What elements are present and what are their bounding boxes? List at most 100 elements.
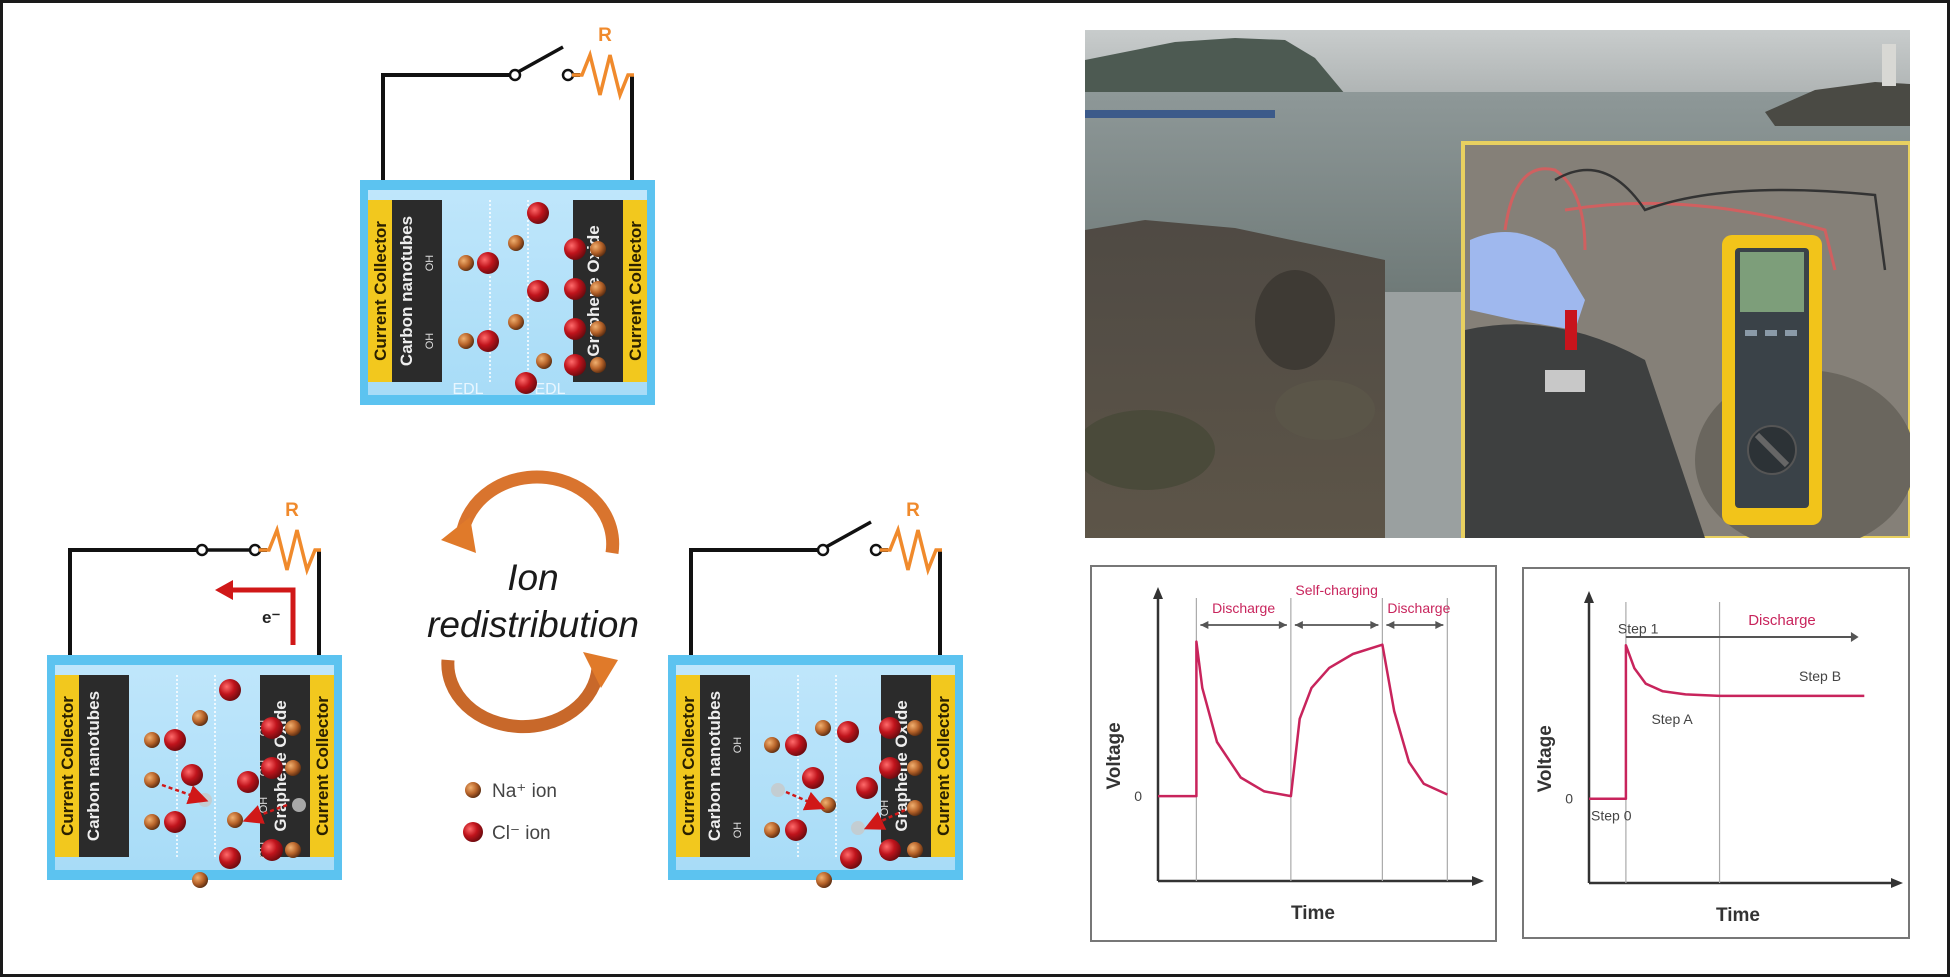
na-ion: [458, 255, 474, 271]
breakwater: [1765, 82, 1910, 126]
red-cable: [1503, 167, 1837, 271]
probe-clip: [1565, 310, 1577, 350]
electrode-cnt: [700, 675, 750, 857]
annotation-discharge-1: Discharge: [1212, 600, 1275, 616]
legend-na-label: Na⁺ ion: [492, 781, 557, 802]
oh-group-label: OH: [732, 737, 744, 754]
migrating-ion-ghost: [198, 793, 212, 807]
annotation-discharge-2: Discharge: [1387, 600, 1450, 616]
switch-terminal: [869, 543, 883, 557]
oh-group-label: OH: [424, 333, 436, 350]
photo-scene: [1085, 30, 1910, 538]
cl-ion: [879, 717, 901, 739]
cl-ion: [164, 729, 186, 751]
y-tick-label: 0: [1134, 788, 1142, 804]
cl-ion: [879, 757, 901, 779]
cycle-arrow-bottom-head: [583, 652, 618, 688]
na-ion: [144, 732, 160, 748]
annotation-discharge: Discharge: [1748, 612, 1816, 629]
cycle-arrow-top-head: [441, 517, 476, 553]
na-ion: [192, 710, 208, 726]
switch-terminal: [248, 543, 262, 557]
cl-ion: [564, 238, 586, 260]
annotation-step-a: Step A: [1651, 711, 1693, 727]
cl-ion: [879, 839, 901, 861]
current-collector-left: [368, 200, 392, 382]
floating-platform: [1085, 110, 1275, 118]
na-ion: [907, 720, 923, 736]
na-ion: [590, 321, 606, 337]
na-ion: [590, 241, 606, 257]
x-axis-arrowhead: [1891, 878, 1903, 888]
na-ion: [815, 720, 831, 736]
na-ion: [907, 760, 923, 776]
legend-cl-label: Cl⁻ ion: [492, 823, 551, 844]
cl-ion: [564, 318, 586, 340]
cl-ion: [219, 847, 241, 869]
resistor-label: R: [598, 25, 612, 46]
cl-ion: [527, 202, 549, 224]
phase-span-arrowhead: [1435, 621, 1444, 629]
cl-ion: [219, 679, 241, 701]
na-ion: [816, 872, 832, 888]
migrating-ion-ghost: [292, 798, 306, 812]
y-axis-label: Voltage: [1104, 722, 1125, 789]
current-collector-right: [310, 675, 334, 857]
rock: [1275, 380, 1375, 440]
cycle-arrow-bottom: [441, 659, 605, 734]
switch-terminal: [508, 68, 522, 82]
lighthouse: [1882, 44, 1896, 86]
field-test-photo: [1085, 30, 1910, 538]
black-cable: [1554, 168, 1887, 271]
x-axis-label: Time: [1716, 905, 1760, 926]
na-ion: [144, 814, 160, 830]
cl-ion: [515, 372, 537, 394]
y-axis-label: Voltage: [1535, 725, 1556, 792]
na-ion: [764, 822, 780, 838]
electrode-cnt-label: Carbon nanotubes: [84, 691, 103, 841]
current-collector-right-label: Current Collector: [934, 696, 953, 836]
phase-span-arrowhead: [1294, 621, 1303, 629]
electron-label: e⁻: [262, 608, 280, 627]
na-ion: [144, 772, 160, 788]
annotation-step-1: Step 1: [1618, 620, 1659, 636]
cl-ion: [785, 734, 807, 756]
edl-label-left: EDL: [452, 381, 483, 398]
resistor-icon: [259, 524, 321, 576]
na-ion: [285, 760, 301, 776]
current-collector-right-label: Current Collector: [626, 221, 645, 361]
wet-rock: [1465, 324, 1705, 538]
migrating-ion-ghost: [771, 783, 785, 797]
electrode-cnt-label: Carbon nanotubes: [397, 216, 416, 366]
na-ion: [508, 235, 524, 251]
na-ion: [764, 737, 780, 753]
cycle-label-line2: redistribution: [427, 604, 639, 645]
cell-top: R Current Collector Current Collector Carbo…: [360, 25, 655, 405]
cl-ion: [785, 819, 807, 841]
na-ion: [285, 842, 301, 858]
migration-arrow: [863, 808, 906, 830]
cl-ion: [564, 278, 586, 300]
foreground-rocks: [1085, 220, 1385, 538]
switch-terminal: [561, 68, 575, 82]
phase-span-arrowhead: [1200, 621, 1209, 629]
cl-ion: [477, 252, 499, 274]
resistor-icon: [880, 524, 942, 576]
na-ion: [458, 333, 474, 349]
oh-group-label: OH: [732, 822, 744, 839]
discharge-span-arrowhead: [1850, 632, 1859, 642]
cl-ion: [802, 767, 824, 789]
oh-group-label: OH: [258, 797, 270, 814]
cycle-arrows: [441, 470, 620, 734]
current-collector-right: [623, 200, 647, 382]
phase-span-arrowhead: [1278, 621, 1287, 629]
oh-group-label: OH: [424, 255, 436, 272]
ion-legend: Na⁺ ion Cl⁻ ion: [463, 781, 557, 844]
na-ion: [285, 720, 301, 736]
current-collector-left-label: Current Collector: [371, 221, 390, 361]
edl-label-right: EDL: [534, 381, 565, 398]
x-axis-arrowhead: [1472, 876, 1484, 886]
cycle-label-line1: Ion: [507, 557, 558, 598]
